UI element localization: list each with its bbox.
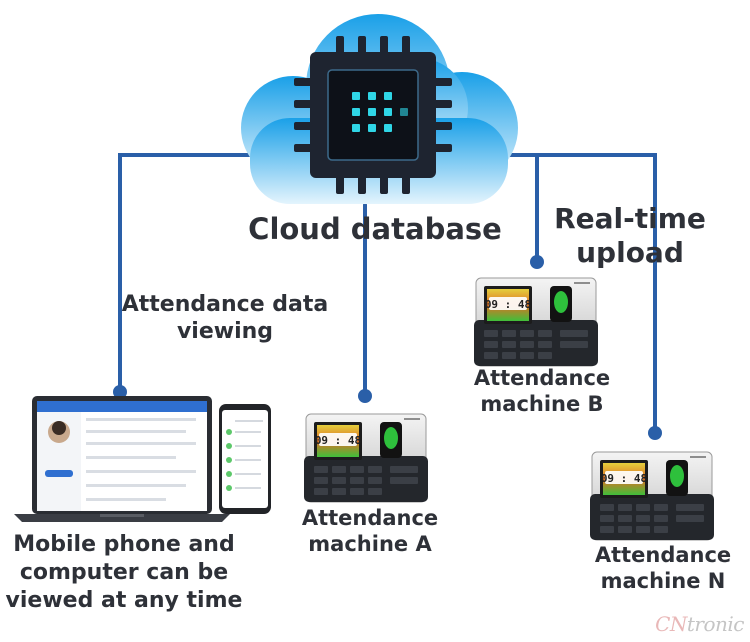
machine-n-clock: 09 : 48 <box>601 472 647 485</box>
node-dot-machine-n <box>648 426 662 440</box>
machine-b-icon: 09 : 48 <box>473 277 599 367</box>
phone-icon <box>219 404 271 514</box>
chip-icon <box>294 36 452 194</box>
machine-a-icon: 09 : 48 <box>303 413 429 503</box>
node-dot-machine-a <box>358 389 372 403</box>
node-dot-machine-b <box>530 255 544 269</box>
machine-b-clock: 09 : 48 <box>485 298 531 311</box>
machine-a-clock: 09 : 48 <box>315 434 361 447</box>
line-to-laptop <box>118 153 252 394</box>
machine-a-label: Attendance machine A <box>301 506 439 556</box>
attendance-viewing-label: Attendance data viewing <box>121 292 329 344</box>
machine-n-icon: 09 : 48 <box>589 451 715 541</box>
watermark-logo: CNtronic <box>655 612 744 636</box>
machine-b-label: Attendance machine B <box>473 366 611 416</box>
node-dot-laptop <box>113 385 127 399</box>
real-time-upload-label: Real-time upload <box>554 202 706 270</box>
machine-n-label: Attendance machine N <box>594 543 732 593</box>
clients-label: Mobile phone and computer can be viewed … <box>5 532 243 614</box>
line-to-machine-n <box>535 153 657 435</box>
laptop-icon <box>14 396 230 522</box>
cloud-database-label: Cloud database <box>248 212 502 246</box>
watermark-prefix: CN <box>655 612 687 636</box>
watermark-rest: tronic <box>686 612 745 636</box>
